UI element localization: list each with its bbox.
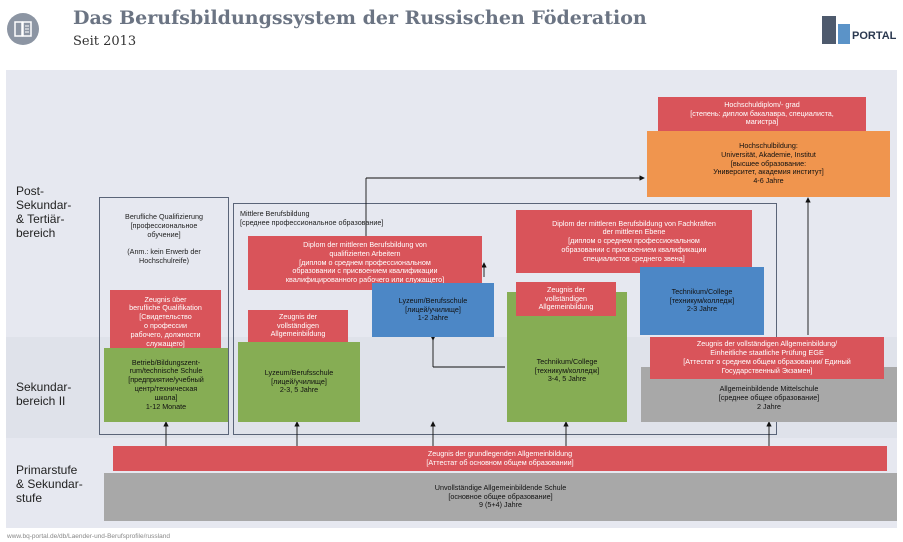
betrieb-bildungszentrum-box: Betrieb/Bildungszent- rum/technische Sch… [104,348,228,422]
header-icon [7,13,39,45]
zeugnis-allgemeinbildung-2-box-overlay: Zeugnis der vollständigen Allgemeinbildu… [516,282,616,316]
lyzeum-berufsschule-blue-box: Lyzeum/Berufsschule [лицей/училище] 1-2 … [372,283,494,337]
zeugnis-grundlegende-allgemeinbildung-box: Zeugnis der grundlegenden Allgemeinbildu… [113,446,887,471]
diplom-fachkraefte-box: Diplom der mittleren Berufsbildung von F… [516,210,752,273]
tier-label-post: Post- Sekundar- & Tertiär- bereich [16,184,72,240]
berufliche-qualifizierung-text: Berufliche Qualifizierung [профессиональ… [125,212,203,265]
unvollstaendige-schule-box: Unvollständige Allgemeinbildende Schule … [104,473,897,521]
tier-label-sek2: Sekundar- bereich II [16,380,72,408]
mittlere-berufsbildung-box [233,203,777,435]
zeugnis-allgemeinbildung-1-box: Zeugnis der vollständigen Allgemeinbildu… [248,310,348,342]
zeugnis-berufliche-qualifikation-box: Zeugnis über berufliche Qualifikation [С… [110,290,221,354]
diplom-qualifizierte-arbeiter-box: Diplom der mittleren Berufsbildung von q… [248,236,482,290]
zeugnis-ege-box: Zeugnis der vollständigen Allgemeinbildu… [650,337,884,379]
logo-text: PORTAL [852,30,897,42]
footer-url: www.bq-portal.de/db/Laender-und-Berufspr… [7,533,170,540]
lyzeum-berufsschule-green-box: Lyzeum/Berufsschule [лицей/училище] 2-3,… [238,342,360,422]
technikum-college-blue-box: Technikum/College [техникум/колледж] 2-3… [640,267,764,335]
bq-logo: PORTAL [818,12,903,52]
hochschuldiplom-box: Hochschuldiplom/- grad [степень: диплом … [658,97,866,131]
mittlere-berufsbildung-title: Mittlere Berufsbildung [среднее професси… [240,209,384,227]
berufliche-qualifizierung-box [99,197,229,435]
page-subtitle: Seit 2013 [73,34,137,49]
page-title: Das Berufsbildungssystem der Russischen … [73,7,647,29]
hochschulbildung-box: Hochschulbildung: Universität, Akademie,… [647,131,890,197]
tier-label-prim: Primarstufe & Sekundar- stufe [16,463,83,505]
